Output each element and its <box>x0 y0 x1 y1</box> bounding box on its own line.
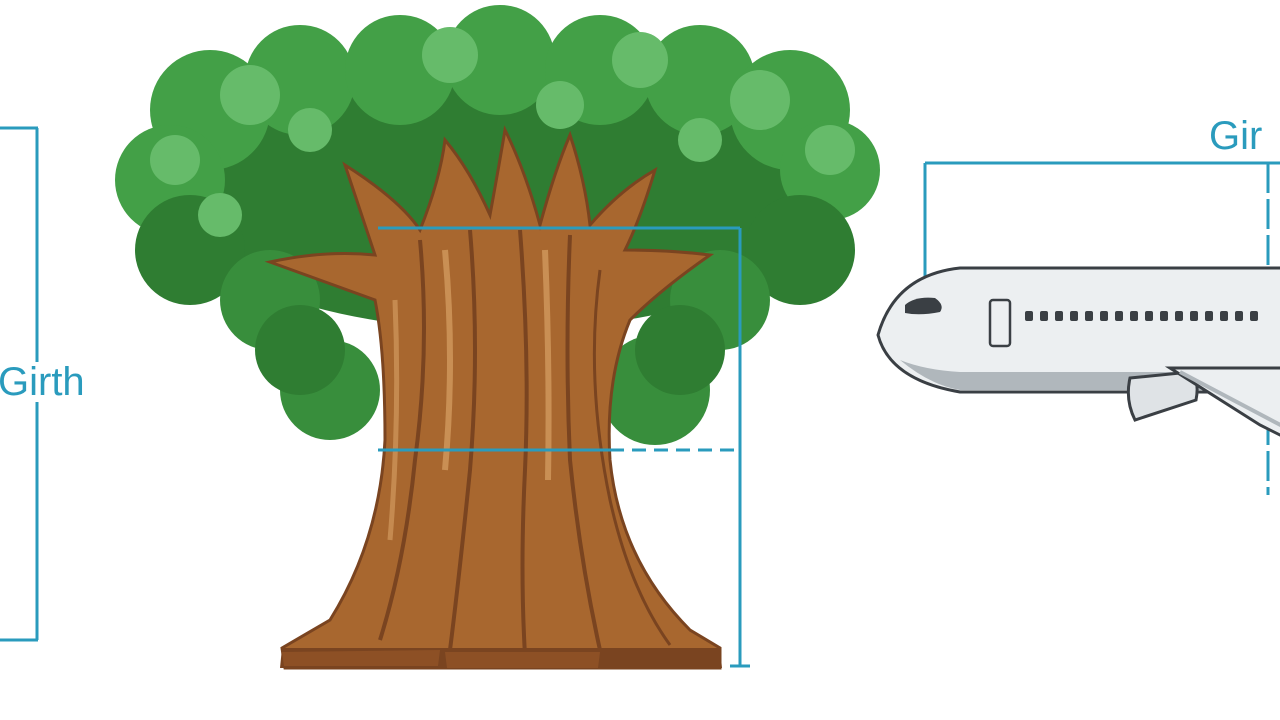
girth-label-right: Gir <box>1205 116 1267 156</box>
airplane-icon <box>876 266 1280 437</box>
airplane-wing <box>1164 366 1280 437</box>
airplane-windows <box>1025 311 1258 321</box>
cockpit-window <box>905 297 942 315</box>
airplane-door <box>988 298 1012 348</box>
tree-trunk <box>264 125 722 670</box>
tree-icon <box>115 5 880 670</box>
tree-measure-lines <box>378 226 750 668</box>
girth-label-left: Girth <box>0 362 89 402</box>
